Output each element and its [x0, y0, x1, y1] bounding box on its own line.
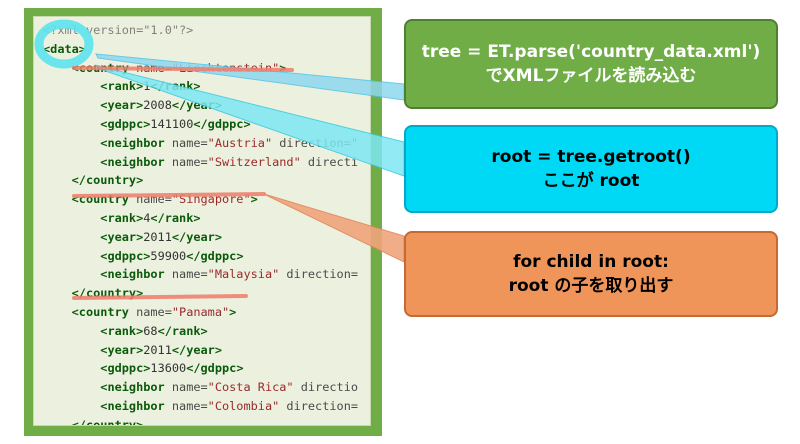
- code-line: <neighbor name="Switzerland" directi: [43, 153, 358, 171]
- code-token-open: <neighbor: [100, 380, 165, 395]
- code-token-open: <rank>: [100, 323, 144, 338]
- code-token-open: <country: [71, 305, 129, 319]
- code-token-open: <neighbor: [100, 154, 165, 169]
- code-token-text: 68: [143, 323, 158, 338]
- code-line: <gdppc>141100</gdppc>: [43, 115, 251, 133]
- code-token-attr1: name=: [164, 135, 208, 150]
- code-token-open: <gdppc>: [100, 248, 151, 263]
- callout-getroot-line1: root = tree.getroot(): [491, 147, 691, 167]
- code-line: <gdppc>13600</gdppc>: [43, 359, 243, 377]
- underline-panama: [72, 294, 248, 300]
- code-token-close: >: [229, 305, 237, 319]
- code-token-attr1: name=: [164, 399, 208, 413]
- code-token-open: <gdppc>: [100, 361, 151, 376]
- callout-children-line2: root の子を取り出す: [508, 276, 674, 296]
- callout-getroot: root = tree.getroot() ここが root: [404, 125, 778, 213]
- code-token-text: 141100: [150, 117, 194, 131]
- code-line: </country>: [43, 416, 144, 426]
- callout-parse-line1: tree = ET.parse('country_data.xml'): [421, 42, 761, 62]
- code-line: <year>2008</year>: [43, 96, 222, 114]
- code-token-attr1: name=: [164, 154, 208, 169]
- code-token-attr2: directio: [293, 380, 359, 395]
- code-token-open: <neighbor: [100, 267, 165, 282]
- callout-children: for child in root: root の子を取り出す: [404, 231, 778, 317]
- code-token-text: 2008: [143, 98, 172, 113]
- code-line: <neighbor name="Malaysia" direction=: [43, 265, 358, 283]
- code-token-text: 13600: [150, 361, 187, 376]
- code-token-attr2: direction=: [279, 267, 359, 282]
- code-token-end: </rank>: [150, 211, 201, 225]
- code-line: <neighbor name="Costa Rica" directio: [43, 378, 358, 396]
- callout-parse: tree = ET.parse('country_data.xml') でXML…: [404, 19, 778, 109]
- code-token-end: </gdppc>: [186, 361, 244, 376]
- code-token-open: </country>: [71, 173, 144, 188]
- code-token-attr1: name=: [164, 267, 208, 282]
- callout-children-line1: for child in root:: [513, 252, 669, 272]
- code-token-open: <neighbor: [100, 135, 165, 150]
- code-line: <year>2011</year>: [43, 341, 222, 359]
- code-token-text: 59900: [150, 248, 187, 263]
- code-line: <rank>4</rank>: [43, 209, 201, 227]
- code-token-open: <year>: [100, 229, 144, 244]
- code-token-val1: "Malaysia": [207, 267, 280, 282]
- code-token-open: <gdppc>: [100, 117, 151, 131]
- code-line: <year>2011</year>: [43, 228, 222, 246]
- code-token-open: <data>: [43, 41, 86, 56]
- code-token-end: </rank>: [157, 323, 208, 338]
- code-token-val1: "Austria": [207, 135, 273, 150]
- code-token-val1: "Switzerland": [207, 154, 301, 169]
- code-token-text: 1: [143, 79, 151, 94]
- code-line: <neighbor name="Colombia" direction=: [43, 397, 358, 415]
- callout-parse-line2: でXMLファイルを読み込む: [485, 66, 697, 86]
- code-line: <country name="Panama">: [43, 303, 237, 321]
- code-token-text: 2011: [143, 229, 172, 244]
- code-token-attr2: direction=: [279, 399, 359, 413]
- code-line: <rank>68</rank>: [43, 322, 208, 340]
- code-line: <gdppc>59900</gdppc>: [43, 247, 243, 265]
- code-token-open: <rank>: [100, 211, 144, 225]
- code-token-end: </gdppc>: [193, 117, 251, 131]
- code-token-close: >: [250, 192, 258, 207]
- code-token-open: <year>: [100, 98, 144, 113]
- code-token-val1: "Costa Rica": [207, 380, 294, 395]
- code-token-text: 2011: [143, 342, 172, 357]
- code-token-attr1: name=: [128, 305, 172, 319]
- code-token-end: </gdppc>: [186, 248, 244, 263]
- code-token-close: >: [279, 60, 287, 75]
- code-token-end: </year>: [171, 342, 222, 357]
- code-token-open: <rank>: [100, 79, 144, 94]
- code-token-open: <year>: [100, 342, 144, 357]
- code-token-end: </year>: [171, 229, 222, 244]
- underline-liechtenstein: [72, 66, 294, 72]
- code-line: <data>: [43, 40, 86, 58]
- code-token-val1: "Panama": [171, 305, 230, 319]
- code-token-attr2: directi: [300, 154, 359, 169]
- callout-getroot-line2: ここが root: [542, 171, 640, 191]
- connector-singapore-to-child: [263, 193, 405, 263]
- code-token-open: <neighbor: [100, 399, 165, 413]
- underline-singapore: [72, 192, 266, 198]
- code-token-attr1: name=: [164, 380, 208, 395]
- code-line: </country>: [43, 171, 144, 189]
- code-token-val1: "Colombia": [207, 399, 280, 413]
- code-token-text: 4: [143, 211, 151, 225]
- data-tag-highlight: [34, 19, 94, 69]
- code-token-open: </country>: [71, 417, 144, 426]
